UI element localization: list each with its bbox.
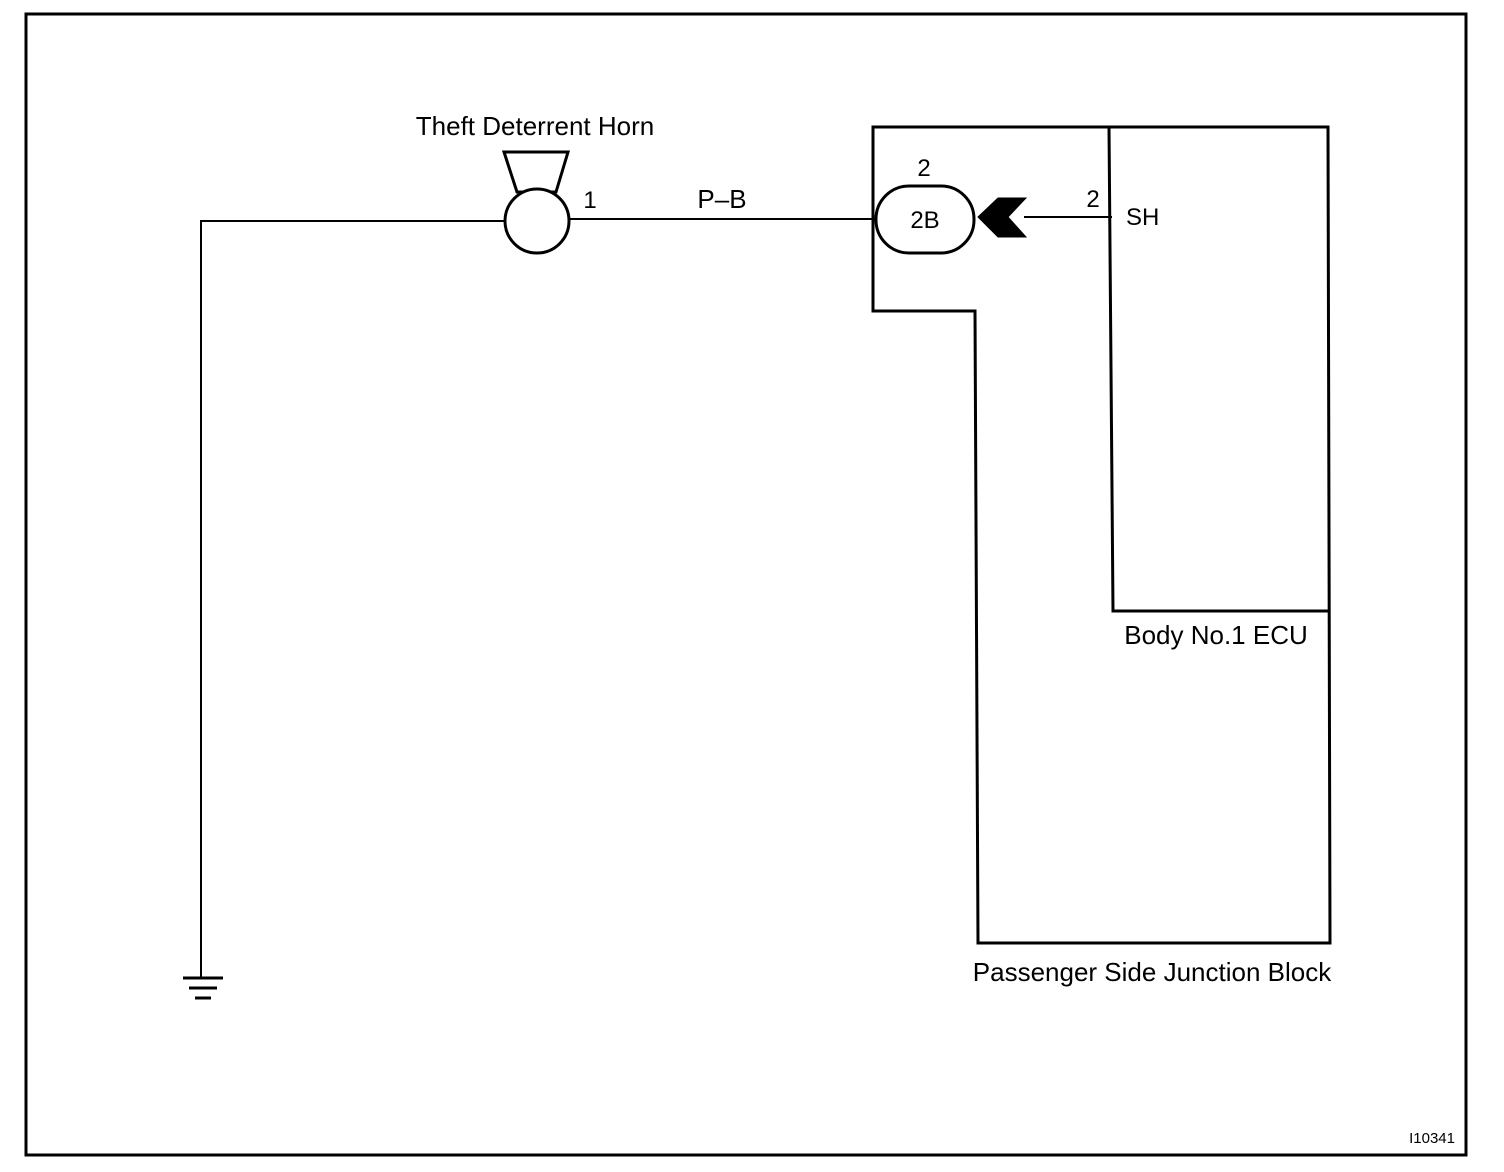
ground-wire [200, 220, 505, 978]
horn-icon [501, 150, 571, 194]
ecu-pin-number: 2 [1086, 186, 1099, 213]
connector-pin-number: 2 [917, 155, 930, 182]
ecu-outline [1107, 126, 1330, 613]
junction-block-label: Passenger Side Junction Block [973, 957, 1332, 987]
ground-icon [183, 976, 223, 1000]
horn-body [503, 187, 571, 255]
figure-id: I10341 [1409, 1130, 1455, 1147]
horn-symbol [501, 150, 571, 255]
connector-2b [874, 184, 976, 255]
diagram-frame [24, 12, 1468, 1157]
ecu-label: Body No.1 ECU [1124, 620, 1308, 650]
connector-arrow-icon [977, 197, 1028, 238]
junction-block-outline [871, 125, 1332, 945]
ecu-terminal-name: SH [1126, 204, 1159, 231]
horn-label: Theft Deterrent Horn [416, 111, 654, 141]
wire-color-code: P–B [697, 184, 746, 214]
connector-label: 2B [910, 207, 939, 234]
horn-pin-number: 1 [583, 187, 596, 214]
